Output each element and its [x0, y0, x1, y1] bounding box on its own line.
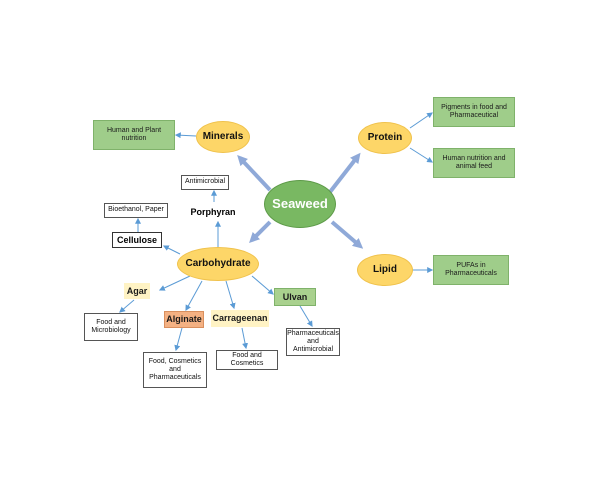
- use-carrageenan: Food and Cosmetics: [216, 350, 278, 370]
- arrow-carbohydrate-agar: [158, 275, 191, 291]
- use-protein-nutrition: Human nutrition and animal feed: [433, 148, 515, 178]
- arrow-ulvan-use: [299, 305, 313, 328]
- node-protein: Protein: [358, 122, 412, 154]
- node-agar: Agar: [124, 283, 150, 299]
- use-lipid: PUFAs in Pharmaceuticals: [433, 255, 509, 285]
- arrow-carbohydrate-ulvan: [251, 275, 274, 295]
- node-carbohydrate: Carbohydrate: [177, 247, 259, 281]
- node-cellulose: Cellulose: [112, 232, 162, 248]
- node-minerals: Minerals: [196, 121, 250, 153]
- arrow-minerals-use: [174, 132, 197, 139]
- use-agar: Food and Microbiology: [84, 313, 138, 341]
- arrow-seaweed-lipid: [330, 220, 364, 249]
- node-porphyran: Porphyran: [190, 206, 236, 217]
- arrow-seaweed-protein: [328, 152, 361, 194]
- arrow-seaweed-minerals: [237, 154, 272, 192]
- node-seaweed: Seaweed: [264, 180, 336, 228]
- use-minerals: Human and Plant nutrition: [93, 120, 175, 150]
- arrow-protein-pigments: [409, 112, 433, 129]
- use-alginate: Food, Cosmetics and Pharmaceuticals: [143, 352, 207, 388]
- arrow-protein-nutrition: [409, 147, 434, 163]
- node-lipid: Lipid: [357, 254, 413, 286]
- arrow-carbohydrate-carrageenan: [225, 280, 236, 310]
- use-ulvan: Pharmaceuticals and Antimicrobial: [286, 328, 340, 356]
- arrow-agar-use: [119, 299, 135, 313]
- use-porphyran: Antimicrobial: [181, 175, 229, 190]
- node-ulvan: Ulvan: [274, 288, 316, 306]
- arrow-carrageenan-use: [241, 327, 249, 350]
- arrow-seaweed-carbohydrate: [249, 220, 272, 243]
- use-protein-pigments: Pigments in food and Pharmaceutical: [433, 97, 515, 127]
- use-cellulose: Bioethanol, Paper: [104, 203, 168, 218]
- node-carrageenan: Carrageenan: [211, 310, 269, 327]
- arrow-carbohydrate-alginate: [185, 280, 203, 312]
- arrow-carbohydrate-cellulose: [162, 245, 181, 255]
- arrow-alginate-use: [174, 327, 183, 352]
- node-alginate: Alginate: [164, 311, 204, 328]
